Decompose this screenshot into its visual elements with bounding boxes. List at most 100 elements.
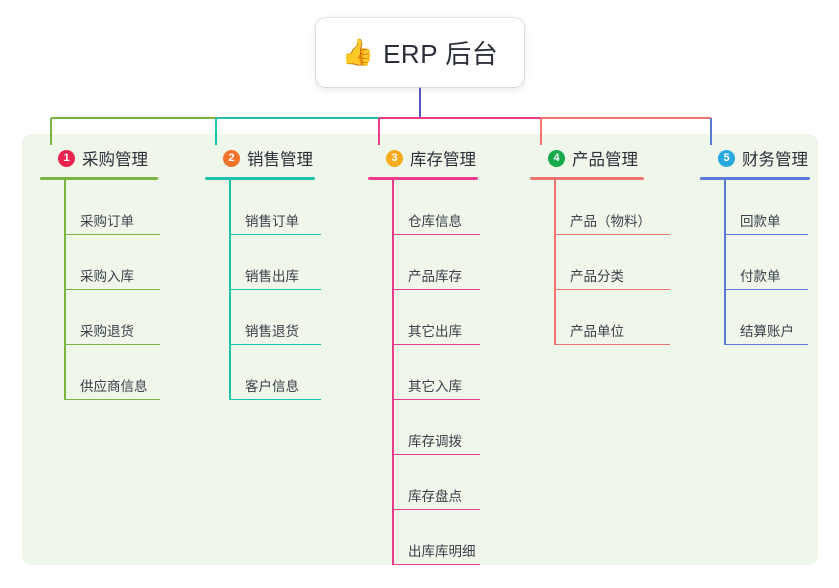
branch-title: 采购管理 (82, 151, 148, 169)
leaf-underline (229, 233, 321, 235)
leaf-item[interactable]: 付款单 (724, 235, 810, 290)
leaf-underline (229, 288, 321, 290)
branch-spine (229, 180, 231, 400)
leaf-item[interactable]: 产品库存 (392, 235, 480, 290)
root-title: ERP 后台 (383, 39, 499, 69)
branch-underline (205, 177, 315, 180)
leaf-item[interactable]: 供应商信息 (64, 345, 160, 400)
leaf-underline (392, 453, 480, 455)
leaf-label: 库存盘点 (408, 489, 462, 504)
leaf-list: 采购订单采购入库采购退货供应商信息 (64, 180, 160, 400)
branch-number-badge: 5 (718, 149, 735, 167)
branch-header-1[interactable]: 1 采购管理 (40, 145, 158, 171)
leaf-label: 采购订单 (80, 214, 134, 229)
leaf-list: 产品（物料） 产品分类产品单位 (554, 180, 670, 345)
leaf-list: 销售订单销售出库销售退货客户信息 (229, 180, 321, 400)
branches-panel (22, 134, 818, 565)
leaf-underline (554, 233, 670, 235)
branch-spine (64, 180, 66, 400)
leaf-label: 付款单 (740, 269, 781, 284)
root-node[interactable]: 👍 ERP 后台 (316, 18, 524, 87)
leaf-underline (392, 233, 480, 235)
leaf-underline (724, 343, 808, 345)
branch-title: 销售管理 (247, 151, 313, 169)
leaf-label: 出库库明细 (408, 544, 476, 559)
leaf-underline (64, 288, 160, 290)
branch-spine (554, 180, 556, 345)
leaf-item[interactable]: 采购订单 (64, 180, 160, 235)
branch-number-badge: 1 (58, 149, 75, 167)
leaf-label: 回款单 (740, 214, 781, 229)
leaf-item[interactable]: 回款单 (724, 180, 810, 235)
leaf-label: 供应商信息 (80, 379, 148, 394)
leaf-underline (64, 343, 160, 345)
leaf-underline (64, 233, 160, 235)
leaf-underline (392, 508, 480, 510)
branch-title: 财务管理 (742, 151, 808, 169)
leaf-label: 采购入库 (80, 269, 134, 284)
leaf-item[interactable]: 销售订单 (229, 180, 321, 235)
leaf-label: 库存调拨 (408, 434, 462, 449)
branch-5: 5 财务管理回款单付款单结算账户 (700, 145, 810, 345)
leaf-item[interactable]: 其它出库 (392, 290, 480, 345)
leaf-item[interactable]: 产品（物料） (554, 180, 670, 235)
branch-spine (392, 180, 394, 565)
leaf-list: 仓库信息产品库存其它出库其它入库库存调拨库存盘点出库库明细 (392, 180, 480, 565)
leaf-underline (724, 233, 808, 235)
leaf-label: 销售出库 (245, 269, 299, 284)
leaf-label: 其它出库 (408, 324, 462, 339)
leaf-item[interactable]: 结算账户 (724, 290, 810, 345)
branch-number-badge: 2 (223, 149, 240, 167)
branch-header-2[interactable]: 2 销售管理 (205, 145, 315, 171)
leaf-label: 仓库信息 (408, 214, 462, 229)
branch-title: 库存管理 (410, 151, 476, 169)
leaf-label: 产品单位 (570, 324, 624, 339)
leaf-underline (724, 288, 808, 290)
leaf-underline (392, 398, 480, 400)
leaf-item[interactable]: 客户信息 (229, 345, 321, 400)
leaf-item[interactable]: 仓库信息 (392, 180, 480, 235)
leaf-item[interactable]: 产品分类 (554, 235, 670, 290)
branch-number-badge: 3 (386, 149, 403, 167)
branch-header-4[interactable]: 4 产品管理 (530, 145, 651, 171)
branch-underline (530, 177, 644, 180)
branch-underline (40, 177, 158, 180)
leaf-label: 结算账户 (740, 324, 794, 339)
branch-3: 3 库存管理仓库信息产品库存其它出库其它入库库存调拨库存盘点出库库明细 (368, 145, 480, 565)
leaf-item[interactable]: 其它入库 (392, 345, 480, 400)
leaf-label: 产品库存 (408, 269, 462, 284)
leaf-label: 其它入库 (408, 379, 462, 394)
branch-2: 2 销售管理销售订单销售出库销售退货客户信息 (205, 145, 321, 400)
leaf-label: 采购退货 (80, 324, 134, 339)
branch-spine (724, 180, 726, 345)
leaf-item[interactable]: 采购入库 (64, 235, 160, 290)
branch-header-3[interactable]: 3 库存管理 (368, 145, 478, 171)
branch-underline (368, 177, 478, 180)
leaf-underline (64, 398, 160, 400)
leaf-item[interactable]: 库存调拨 (392, 400, 480, 455)
branch-title: 产品管理 (572, 151, 638, 169)
leaf-label: 产品分类 (570, 269, 624, 284)
leaf-underline (392, 563, 480, 565)
leaf-item[interactable]: 库存盘点 (392, 455, 480, 510)
leaf-underline (229, 343, 321, 345)
leaf-underline (392, 343, 480, 345)
leaf-item[interactable]: 销售退货 (229, 290, 321, 345)
leaf-label: 销售订单 (245, 214, 299, 229)
leaf-underline (229, 398, 321, 400)
leaf-underline (554, 343, 670, 345)
leaf-underline (392, 288, 480, 290)
leaf-item[interactable]: 销售出库 (229, 235, 321, 290)
leaf-label: 客户信息 (245, 379, 299, 394)
leaf-item[interactable]: 产品单位 (554, 290, 670, 345)
branch-number-badge: 4 (548, 149, 565, 167)
branch-header-5[interactable]: 5 财务管理 (700, 145, 810, 171)
leaf-item[interactable]: 采购退货 (64, 290, 160, 345)
leaf-underline (554, 288, 670, 290)
branch-4: 4 产品管理产品（物料） 产品分类产品单位 (530, 145, 670, 345)
branch-underline (700, 177, 810, 180)
leaf-label: 产品（物料） (570, 214, 651, 229)
branch-1: 1 采购管理采购订单采购入库采购退货供应商信息 (40, 145, 160, 400)
leaf-item[interactable]: 出库库明细 (392, 510, 480, 565)
